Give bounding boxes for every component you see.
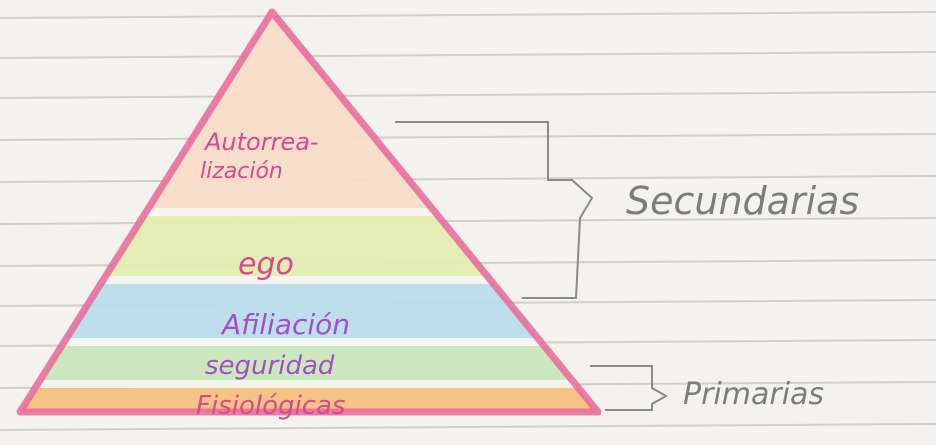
layer-fisiologicas	[20, 384, 598, 412]
bracket-primary	[590, 365, 669, 411]
group-label-secondary: Secundarias	[626, 179, 859, 223]
group-label-primary: Primarias	[683, 377, 824, 412]
label-autorrealizacion-2: lización	[200, 159, 283, 184]
label-afiliacion: Afiliación	[220, 308, 350, 341]
layer-seguridad	[20, 342, 598, 384]
pyramid-outline	[16, 8, 602, 416]
label-fisiologicas: Fisiológicas	[196, 391, 346, 421]
label-ego: ego	[238, 247, 294, 282]
layer-afiliacion	[20, 280, 598, 342]
bracket-secondary	[395, 121, 594, 299]
label-autorrealizacion-1: Autorrea-	[203, 128, 319, 156]
label-seguridad: seguridad	[205, 351, 335, 381]
